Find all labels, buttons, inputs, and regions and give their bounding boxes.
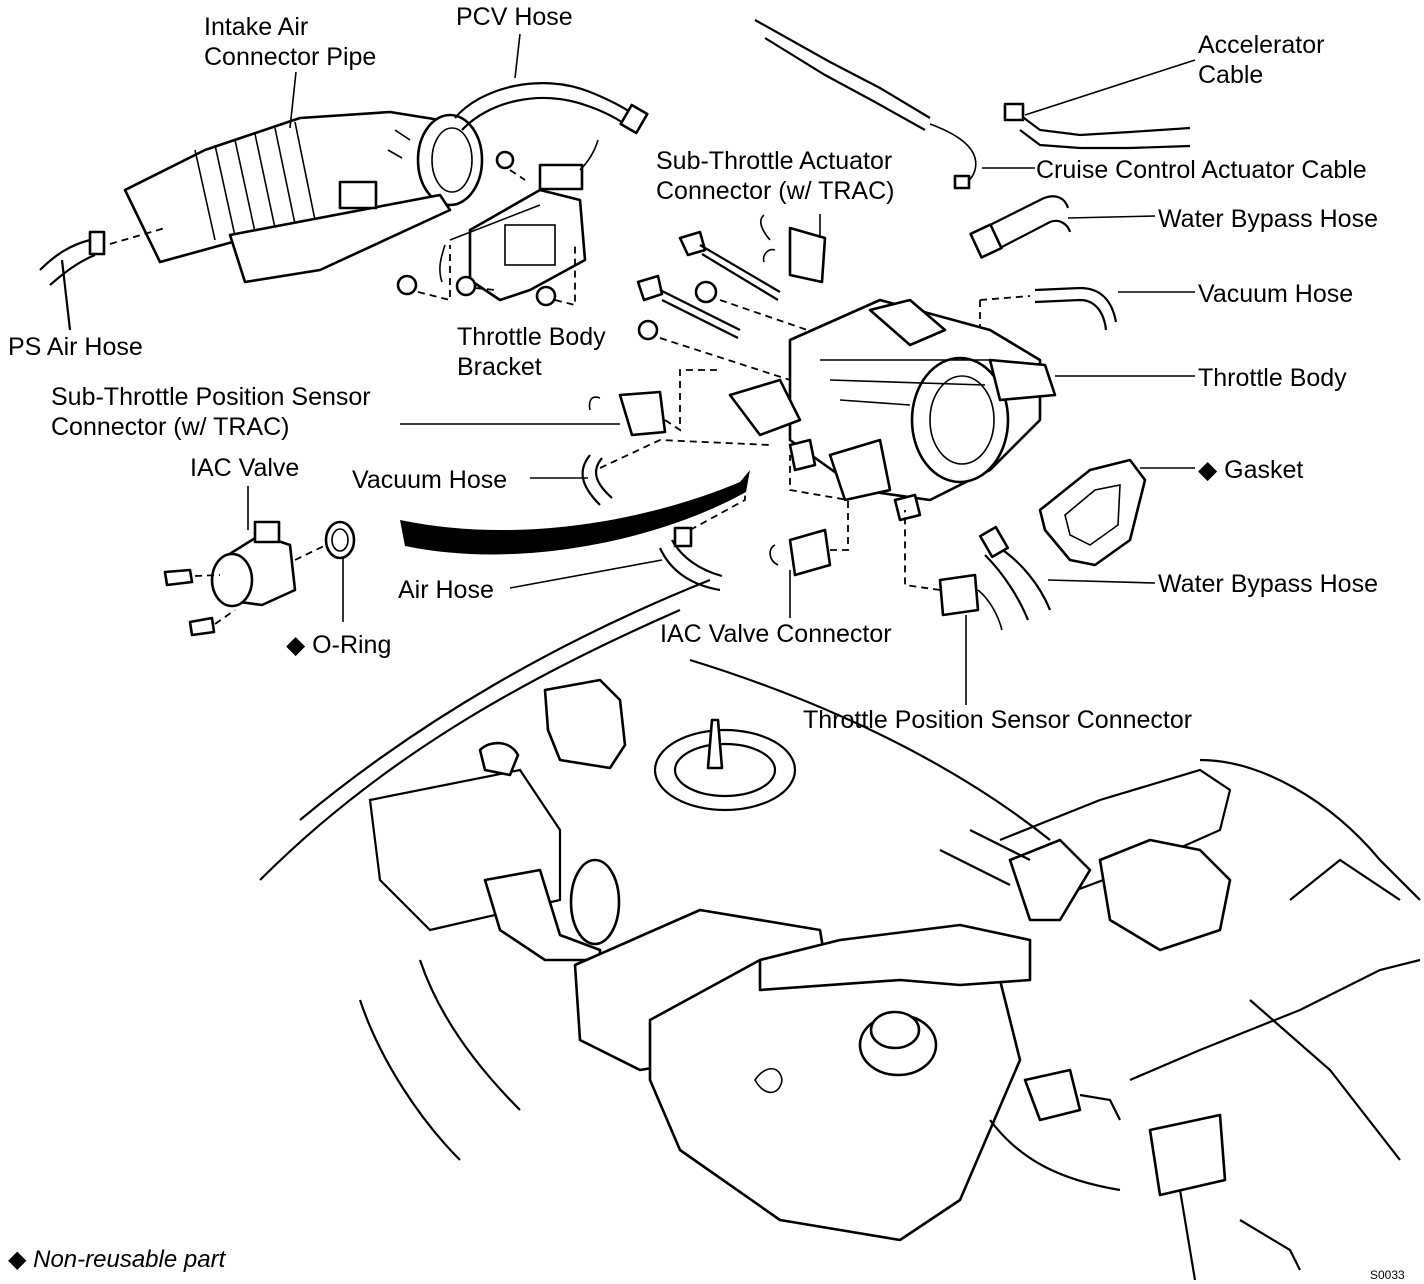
label-accelerator-cable-line2: Cable xyxy=(1198,61,1264,89)
engine-bay-drawing xyxy=(259,578,1421,1281)
label-intake-air-connector-pipe-line1: Intake Air xyxy=(204,13,309,41)
label-sub-throttle-actuator-connector-line2: Connector (w/ TRAC) xyxy=(656,177,895,205)
air-hose-drawing xyxy=(658,490,746,592)
actuator-connector-and-bolts-drawing xyxy=(636,214,881,381)
label-vacuum-hose-left: Vacuum Hose xyxy=(352,466,508,494)
label-throttle-position-sensor-connector: Throttle Position Sensor Connector xyxy=(803,706,1193,734)
figure-code: S0033 xyxy=(1370,1268,1405,1282)
label-air-hose: Air Hose xyxy=(398,576,494,604)
label-throttle-body: Throttle Body xyxy=(1198,364,1347,392)
intake-air-connector-pipe-drawing xyxy=(123,110,484,284)
label-intake-air-connector-pipe-line2: Connector Pipe xyxy=(204,43,377,71)
label-iac-valve-connector: IAC Valve Connector xyxy=(660,620,892,648)
footnote-non-reusable-part: ◆ Non-reusable part xyxy=(8,1246,226,1273)
label-sub-throttle-position-sensor-line1: Sub-Throttle Position Sensor xyxy=(51,383,371,411)
direction-arrow xyxy=(400,470,750,555)
leader-lines xyxy=(247,33,1196,705)
sub-throttle-sensor-connector-drawing xyxy=(581,369,771,506)
water-bypass-hose-top-drawing xyxy=(969,195,1072,259)
throttle-body-drawing xyxy=(728,298,1057,522)
label-o-ring: ◆ O-Ring xyxy=(286,631,392,659)
label-iac-valve: IAC Valve xyxy=(190,454,300,482)
label-vacuum-hose-right: Vacuum Hose xyxy=(1198,280,1354,308)
label-cruise-control-actuator-cable: Cruise Control Actuator Cable xyxy=(1036,156,1367,184)
label-accelerator-cable-line1: Accelerator xyxy=(1198,31,1325,59)
label-throttle-body-bracket-line1: Throttle Body xyxy=(457,323,606,351)
label-throttle-body-bracket-line2: Bracket xyxy=(457,353,542,381)
gasket-drawing xyxy=(1038,458,1147,567)
label-gasket: ◆ Gasket xyxy=(1198,456,1304,484)
label-water-bypass-hose-top: Water Bypass Hose xyxy=(1158,205,1378,233)
water-bypass-hose-bottom-drawing xyxy=(978,525,1052,621)
pcv-hose-drawing xyxy=(454,82,649,135)
ps-air-hose-drawing xyxy=(39,227,166,331)
cables-drawing xyxy=(754,19,1191,190)
label-sub-throttle-actuator-connector-line1: Sub-Throttle Actuator xyxy=(656,147,893,175)
label-sub-throttle-position-sensor-line2: Connector (w/ TRAC) xyxy=(51,413,290,441)
label-pcv-hose: PCV Hose xyxy=(456,3,573,31)
iac-valve-drawing xyxy=(163,520,356,637)
throttle-body-bracket-drawing xyxy=(396,139,599,307)
iac-valve-connector-drawing xyxy=(769,455,849,577)
label-ps-air-hose: PS Air Hose xyxy=(8,333,143,361)
label-water-bypass-hose-bottom: Water Bypass Hose xyxy=(1158,570,1378,598)
throttle-position-sensor-connector-drawing xyxy=(904,510,1003,631)
